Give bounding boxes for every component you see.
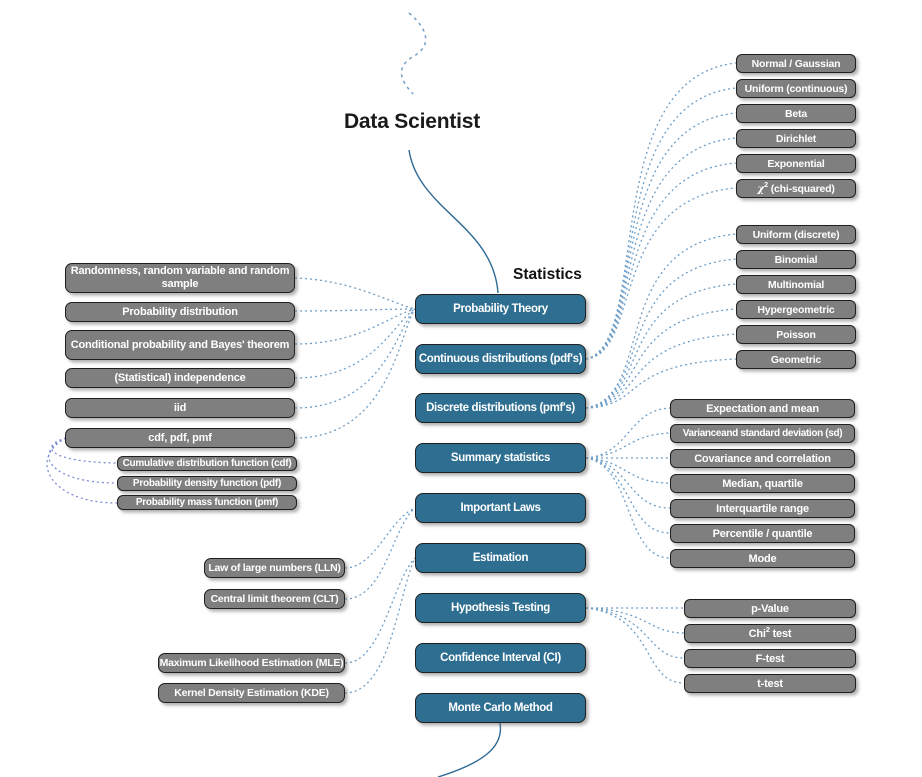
chi-symbol: χ <box>757 182 765 195</box>
node-cumulative-distribution-function[interactable]: Cumulative distribution function (cdf) <box>117 456 297 471</box>
chi-test-superscript: 2 <box>765 625 770 634</box>
node-estimation[interactable]: Estimation <box>415 543 586 573</box>
connector-beta <box>585 112 737 360</box>
node-dirichlet[interactable]: Dirichlet <box>736 129 856 148</box>
node-probability-mass-function[interactable]: Probability mass function (pmf) <box>117 495 297 510</box>
connector-iqr <box>585 457 671 509</box>
root-branch-squiggle-icon <box>400 12 427 95</box>
node-confidence-interval[interactable]: Confidence Interval (CI) <box>415 643 586 673</box>
node-geometric[interactable]: Geometric <box>736 350 856 369</box>
node-t-test[interactable]: t-test <box>684 674 856 693</box>
connector-cdf-function <box>50 437 118 464</box>
node-variance-standard-deviation[interactable]: Varianceand standard deviation (sd) <box>670 424 855 443</box>
node-beta[interactable]: Beta <box>736 104 856 123</box>
node-expectation-and-mean[interactable]: Expectation and mean <box>670 399 855 418</box>
node-kernel-density-estimation[interactable]: Kernel Density Estimation (KDE) <box>158 683 345 703</box>
node-percentile-quantile[interactable]: Percentile / quantile <box>670 524 855 543</box>
connector-lln <box>344 507 416 569</box>
connector-exponential <box>585 162 737 360</box>
connector-f-test <box>585 607 685 659</box>
connector-iid <box>294 308 416 409</box>
connector-conditional-probability <box>294 308 416 345</box>
node-discrete-distributions[interactable]: Discrete distributions (pmf's) <box>415 393 586 423</box>
node-poisson[interactable]: Poisson <box>736 325 856 344</box>
branch-statistics-label[interactable]: Statistics <box>513 266 582 283</box>
connector-chi-test <box>585 607 685 634</box>
node-uniform-discrete[interactable]: Uniform (discrete) <box>736 225 856 244</box>
node-continuous-distributions[interactable]: Continuous distributions (pdf's) <box>415 344 586 374</box>
node-uniform-continuous[interactable]: Uniform (continuous) <box>736 79 856 98</box>
connector-median <box>585 457 671 484</box>
connector-clt <box>344 507 416 600</box>
connector-dirichlet <box>585 137 737 360</box>
node-important-laws[interactable]: Important Laws <box>415 493 586 523</box>
node-exponential[interactable]: Exponential <box>736 154 856 173</box>
connector-independence <box>294 308 416 379</box>
node-probability-theory[interactable]: Probability Theory <box>415 294 586 324</box>
node-covariance-correlation[interactable]: Covariance and correlation <box>670 449 855 468</box>
connector-kde <box>344 557 416 694</box>
node-randomness[interactable]: Randomness, random variable and random s… <box>65 263 295 293</box>
node-binomial[interactable]: Binomial <box>736 250 856 269</box>
connector-t-test <box>585 607 685 684</box>
node-law-of-large-numbers[interactable]: Law of large numbers (LLN) <box>204 558 345 578</box>
node-statistical-independence[interactable]: (Statistical) independence <box>65 368 295 388</box>
connector-binomial <box>585 258 737 409</box>
node-multinomial[interactable]: Multinomial <box>736 275 856 294</box>
node-maximum-likelihood-estimation[interactable]: Maximum Likelihood Estimation (MLE) <box>158 653 345 673</box>
node-iid[interactable]: iid <box>65 398 295 418</box>
chi-test-prefix: Chi <box>748 627 766 640</box>
connector-monte-carlo-continuation <box>437 722 502 777</box>
connector-percentile <box>585 457 671 534</box>
node-cdf-pdf-pmf[interactable]: cdf, pdf, pmf <box>65 428 295 448</box>
node-p-value[interactable]: p-Value <box>684 599 856 618</box>
connector-cdf-pdf-pmf <box>294 308 416 439</box>
node-conditional-probability[interactable]: Conditional probability and Bayes' theor… <box>65 330 295 360</box>
connector-hypergeometric <box>585 308 737 409</box>
node-monte-carlo-method[interactable]: Monte Carlo Method <box>415 693 586 723</box>
root-node-title[interactable]: Data Scientist <box>343 110 481 133</box>
chi-test-rest: test <box>769 627 792 640</box>
node-central-limit-theorem[interactable]: Central limit theorem (CLT) <box>204 589 345 609</box>
connector-expectation <box>585 407 671 459</box>
chi-label-rest: (chi-squared) <box>768 182 835 195</box>
node-hypothesis-testing[interactable]: Hypothesis Testing <box>415 593 586 623</box>
connector-uniform-discrete <box>585 233 737 409</box>
node-interquartile-range[interactable]: Interquartile range <box>670 499 855 518</box>
connector-probability-distribution <box>294 308 416 312</box>
connector-multinomial <box>585 283 737 409</box>
node-probability-density-function[interactable]: Probability density function (pdf) <box>117 476 297 491</box>
connector-randomness <box>294 277 416 310</box>
connector-normal <box>585 62 737 360</box>
chi-superscript: 2 <box>764 180 769 189</box>
connector-root-statistics <box>408 149 499 294</box>
node-median-quartile[interactable]: Median, quartile <box>670 474 855 493</box>
connector-mode <box>585 457 671 559</box>
connector-chi-squared <box>585 187 737 360</box>
node-mode[interactable]: Mode <box>670 549 855 568</box>
node-hypergeometric[interactable]: Hypergeometric <box>736 300 856 319</box>
connector-pdf-function <box>48 437 118 484</box>
connector-poisson <box>585 333 737 409</box>
node-probability-distribution[interactable]: Probability distribution <box>65 302 295 322</box>
connector-variance <box>585 432 671 459</box>
node-f-test[interactable]: F-test <box>684 649 856 668</box>
node-normal-gaussian[interactable]: Normal / Gaussian <box>736 54 856 73</box>
node-summary-statistics[interactable]: Summary statistics <box>415 443 586 473</box>
